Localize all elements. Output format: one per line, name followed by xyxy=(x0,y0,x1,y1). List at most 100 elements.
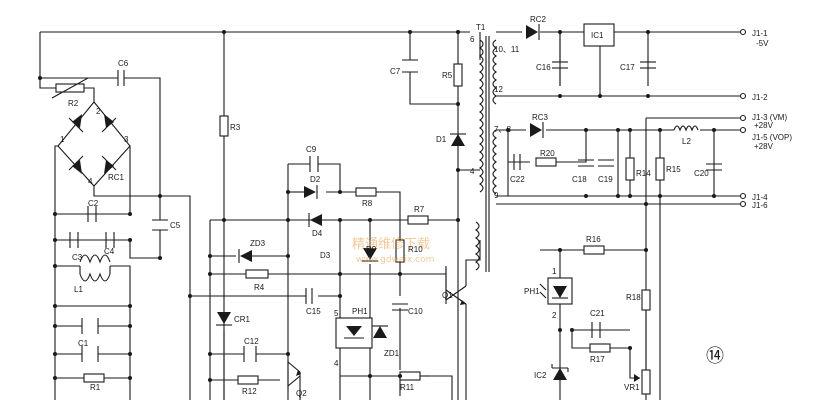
diode-rc3-symbol xyxy=(530,122,544,138)
capacitor-c1b-symbol xyxy=(81,346,99,362)
capacitor-c16-symbol xyxy=(552,32,568,86)
label-d2: D2 xyxy=(310,175,321,184)
label-d1: D1 xyxy=(436,135,447,144)
label-r4: R4 xyxy=(254,283,265,292)
wiring xyxy=(39,31,740,400)
label-c4: C4 xyxy=(104,247,115,256)
label-rc1: RC1 xyxy=(108,173,125,182)
label-c19: C19 xyxy=(598,175,613,184)
label-c17: C17 xyxy=(620,63,635,72)
resistor-r15-symbol xyxy=(655,157,665,181)
label-c12: C12 xyxy=(244,337,259,346)
capacitor-c12-symbol xyxy=(243,346,257,362)
transistor-q2-symbol xyxy=(287,360,301,390)
label-q2: Q2 xyxy=(296,389,307,398)
capacitor-c2-symbol xyxy=(87,206,97,222)
inductor-l2-symbol xyxy=(673,125,699,132)
capacitor-c19-symbol xyxy=(598,159,614,167)
label-ic2: IC2 xyxy=(534,371,547,380)
watermark-url: www.gdweix.com xyxy=(356,255,434,265)
capacitor-c21-symbol xyxy=(591,322,601,338)
transformer-t1-symbol xyxy=(475,36,497,272)
label-pin-12: 12 xyxy=(494,85,503,94)
bridge-rectifier-rc1-symbol xyxy=(68,114,117,174)
label-r1: R1 xyxy=(90,383,101,392)
component-labels: T1 RC2 IC1 C6 R2 2 1 3 4 RC1 R3 C7 R5 D1… xyxy=(60,15,792,398)
label-r11: R11 xyxy=(400,383,415,392)
capacitor-c10-symbol xyxy=(392,303,408,311)
label-d3: D3 xyxy=(320,251,331,260)
capacitor-c17-symbol xyxy=(640,61,656,69)
label-c7: C7 xyxy=(390,67,401,76)
label-ic1: IC1 xyxy=(591,31,604,40)
capacitor-c7-symbol xyxy=(402,59,418,73)
resistor-r8-symbol xyxy=(355,187,377,197)
label-j1-1: J1-1 xyxy=(752,29,768,38)
components xyxy=(51,23,722,395)
output-terminals xyxy=(739,28,747,208)
resistor-r3-symbol xyxy=(219,115,229,137)
label-neg5v: -5V xyxy=(756,39,769,48)
inductor-l1-symbol xyxy=(79,254,111,282)
label-pin-3: 3 xyxy=(124,135,129,144)
capacitor-c18-symbol xyxy=(578,159,594,167)
label-r7: R7 xyxy=(414,205,425,214)
diode-d3-symbol xyxy=(362,248,378,262)
label-c1: C1 xyxy=(78,339,89,348)
resistor-r11-symbol xyxy=(399,371,421,381)
label-pin-10-11: 10、11 xyxy=(494,45,520,54)
label-r16: R16 xyxy=(586,235,601,244)
label-r9: R9 xyxy=(366,245,377,254)
label-zd3: ZD3 xyxy=(250,239,266,248)
resistor-r10-symbol xyxy=(395,239,405,263)
resistor-r20-symbol xyxy=(535,157,557,167)
label-r12: R12 xyxy=(242,387,257,396)
label-c16: C16 xyxy=(536,63,551,72)
capacitor-c1-symbol xyxy=(81,318,99,334)
junction-dots xyxy=(38,30,716,382)
label-pin-4-ph1: 4 xyxy=(334,359,339,368)
regulator-ic1-symbol xyxy=(583,23,615,47)
capacitor-c22-symbol xyxy=(508,154,530,170)
resistor-r7-symbol xyxy=(407,215,429,225)
label-28v-a: +28V xyxy=(754,121,774,130)
resistor-r17-symbol xyxy=(589,343,611,353)
thermistor-r2-symbol xyxy=(51,77,92,99)
label-pin-6: 6 xyxy=(470,35,475,44)
label-r8: R8 xyxy=(362,199,373,208)
diode-d1-symbol xyxy=(450,133,466,146)
label-pin-5: 5 xyxy=(334,309,339,318)
label-r2: R2 xyxy=(68,99,79,108)
shunt-regulator-ic2-symbol xyxy=(551,364,569,380)
label-c18: C18 xyxy=(572,175,587,184)
resistor-r4-symbol xyxy=(245,269,269,279)
label-l1: L1 xyxy=(74,285,83,294)
capacitor-c6-symbol xyxy=(112,70,128,86)
resistor-r14-symbol xyxy=(625,157,635,181)
label-pin-4-t1: 4 xyxy=(470,167,475,176)
label-zd1: ZD1 xyxy=(384,349,400,358)
label-r14: R14 xyxy=(636,169,651,178)
label-c2: C2 xyxy=(88,199,99,208)
optocoupler-ph1-right-symbol xyxy=(539,277,573,305)
capacitor-c5-symbol xyxy=(152,219,168,231)
resistor-r12-symbol xyxy=(237,375,259,385)
diode-cr1-symbol xyxy=(216,312,232,326)
capacitor-c4-symbol xyxy=(105,232,115,248)
label-r5: R5 xyxy=(442,71,453,80)
label-d4: D4 xyxy=(312,229,323,238)
label-j1-5: J1-5 (VOP) xyxy=(752,133,792,142)
capacitor-c20-symbol xyxy=(706,163,722,171)
diode-d4-symbol xyxy=(308,213,322,227)
label-j1-2: J1-2 xyxy=(752,93,768,102)
resistor-r5-symbol xyxy=(453,63,463,87)
label-c22: C22 xyxy=(510,175,525,184)
label-pin-9: 9 xyxy=(494,191,499,200)
label-c15: C15 xyxy=(306,307,321,316)
label-cr1: CR1 xyxy=(234,315,251,324)
label-pin-1-right: 1 xyxy=(552,267,557,276)
label-r3: R3 xyxy=(230,123,241,132)
label-ph1: PH1 xyxy=(352,307,368,316)
label-pin-4: 4 xyxy=(88,177,93,186)
resistor-r1-symbol xyxy=(83,373,105,383)
